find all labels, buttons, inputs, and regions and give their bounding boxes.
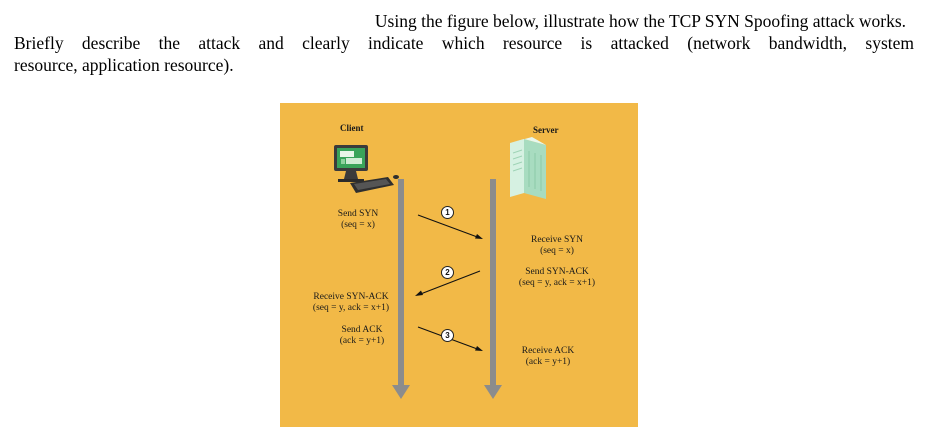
client-computer-icon — [334, 145, 399, 193]
question-line-3: resource, application resource). — [14, 55, 234, 75]
receive-syn-title: Receive SYN — [531, 235, 583, 245]
question-line-2: Briefly describe the attack and clearly … — [14, 33, 914, 53]
receive-syn-detail: (seq = x) — [540, 246, 574, 256]
receive-ack-label: Receive ACK (ack = y+1) — [518, 346, 578, 368]
receive-syn-ack-label: Receive SYN-ACK (seq = y, ack = x+1) — [310, 292, 392, 314]
send-syn-ack-title: Send SYN-ACK — [525, 267, 589, 277]
receive-ack-detail: (ack = y+1) — [525, 357, 571, 367]
client-label: Client — [340, 123, 364, 133]
step-3-marker: 3 — [441, 329, 454, 342]
server-timeline — [484, 179, 502, 399]
handshake-diagram — [334, 137, 546, 399]
receive-ack-title: Receive ACK — [521, 346, 575, 356]
tcp-handshake-figure: Client Server 1 2 3 Send SYN (seq = x) R… — [280, 103, 638, 427]
server-label: Server — [533, 125, 559, 135]
question-text: Using the figure below, illustrate how t… — [14, 10, 914, 76]
send-ack-title: Send ACK — [341, 325, 383, 335]
send-syn-ack-detail: (seq = y, ack = x+1) — [518, 278, 596, 288]
send-syn-title: Send SYN — [337, 209, 379, 219]
step-1-marker: 1 — [441, 206, 454, 219]
send-syn-ack-label: Send SYN-ACK (seq = y, ack = x+1) — [512, 267, 602, 289]
syn-arrow — [417, 214, 483, 239]
question-line-1: Using the figure below, illustrate how t… — [374, 11, 906, 31]
send-ack-label: Send ACK (ack = y+1) — [332, 325, 392, 347]
receive-syn-ack-detail: (seq = y, ack = x+1) — [312, 303, 390, 313]
send-ack-detail: (ack = y+1) — [339, 336, 385, 346]
syn-ack-arrow — [415, 270, 481, 296]
send-syn-detail: (seq = x) — [341, 220, 375, 230]
receive-syn-label: Receive SYN (seq = x) — [518, 235, 596, 257]
receive-syn-ack-title: Receive SYN-ACK — [313, 292, 389, 302]
server-icon — [510, 137, 546, 199]
client-timeline — [392, 179, 410, 399]
step-2-marker: 2 — [441, 266, 454, 279]
send-syn-label: Send SYN (seq = x) — [332, 209, 384, 231]
